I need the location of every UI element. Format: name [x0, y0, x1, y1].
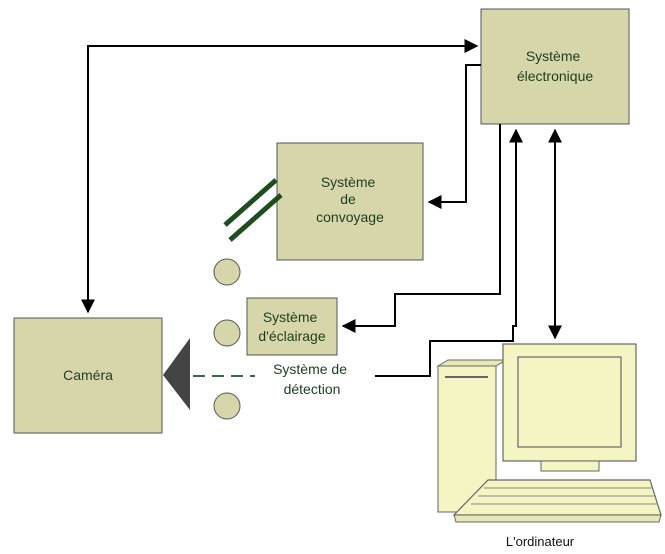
- conveyed-object: [213, 319, 241, 347]
- systeme-detection-label: Système de détection: [273, 361, 351, 397]
- conveyed-object: [213, 392, 241, 420]
- ordinateur-label: L'ordinateur: [506, 534, 575, 549]
- node-systeme-electronique: Système électronique: [480, 8, 630, 125]
- edge-electronique-camera: [81, 39, 479, 314]
- node-systeme-eclairage: Système d'éclairage: [246, 297, 338, 356]
- conveyed-objects: [213, 258, 241, 420]
- systeme-detection-label-line2: détection: [284, 381, 341, 397]
- computer-screen: [517, 356, 622, 448]
- camera-lens-icon: [163, 338, 190, 410]
- systeme-convoyage-label-line3: convoyage: [316, 209, 384, 225]
- edge-electronique-convoyage: [427, 64, 481, 209]
- svg-text:Caméra: Caméra: [63, 367, 113, 383]
- systeme-detection-label-line1: Système de: [273, 361, 347, 377]
- systeme-convoyage-label-line2: de: [340, 191, 356, 207]
- node-camera: Caméra: [13, 317, 190, 434]
- computer-icon: [436, 343, 662, 523]
- systeme-eclairage-label-line1: Système: [263, 309, 318, 325]
- camera-box: [13, 317, 163, 434]
- edge-electronique-eclairage: [341, 124, 501, 333]
- computer-keyboard: [452, 479, 662, 516]
- systeme-eclairage-label-line2: d'éclairage: [258, 328, 325, 344]
- systeme-electronique-label-line1: Système: [526, 48, 581, 64]
- camera-label: Caméra: [63, 367, 113, 383]
- node-systeme-convoyage: Système de convoyage: [276, 142, 424, 261]
- systeme-electronique-label-line2: électronique: [517, 68, 593, 84]
- conveyor-bars: [223, 178, 283, 242]
- conveyed-object: [213, 258, 241, 286]
- computer-keyboard-front: [453, 514, 662, 523]
- computer-monitor-stand: [540, 460, 600, 472]
- svg-text:Système électronique: Système électronique: [517, 48, 593, 84]
- systeme-eclairage-box: [246, 297, 338, 356]
- systeme-convoyage-label-line1: Système: [321, 174, 376, 190]
- systeme-electronique-box: [480, 8, 630, 125]
- edge-detection-electronique: [375, 128, 523, 377]
- conveyor-bar-lower: [228, 193, 283, 242]
- computer-tower-side: [436, 359, 508, 367]
- conveyor-bar-upper: [223, 178, 278, 227]
